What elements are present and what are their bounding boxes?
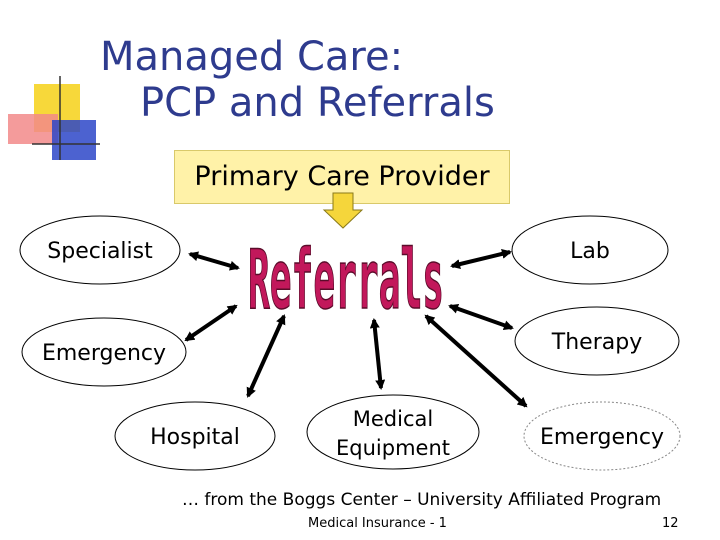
arrow-hospital	[246, 314, 286, 398]
node-emergency-right	[523, 401, 681, 471]
node-medical-equipment	[306, 394, 480, 470]
node-hospital	[114, 401, 276, 471]
down-arrow-icon	[322, 192, 364, 229]
arrow-emergency-left	[184, 304, 238, 342]
red-square	[8, 114, 58, 144]
node-specialist	[19, 215, 181, 285]
page-number: 12	[662, 516, 679, 531]
arrow-emergency-right	[424, 314, 528, 408]
course-footer: Medical Insurance - 1	[308, 516, 447, 531]
node-emergency-left-label: Emergency	[42, 341, 166, 366]
node-hospital-label: Hospital	[150, 425, 240, 450]
node-emergency-left	[21, 317, 187, 387]
node-medical-equipment-label-1: Medical	[353, 407, 433, 431]
node-emergency-right-label: Emergency	[540, 425, 664, 450]
arrow-specialist	[188, 251, 240, 271]
title-line-1: Managed Care:	[100, 34, 404, 80]
arrow-therapy	[448, 303, 514, 331]
corner-decoration	[8, 76, 100, 160]
source-footer: … from the Boggs Center – University Aff…	[182, 490, 662, 510]
node-specialist-label: Specialist	[47, 239, 153, 264]
node-lab-label: Lab	[570, 239, 610, 264]
node-therapy-label: Therapy	[551, 330, 642, 355]
title-line-2: PCP and Referrals	[140, 80, 495, 126]
node-lab	[511, 215, 669, 285]
node-medical-equipment-label-2: Equipment	[336, 436, 450, 460]
referrals-wordart: Referrals	[248, 233, 444, 328]
arrow-medical-equipment	[369, 318, 386, 390]
slide-title: Managed Care: PCP and Referrals	[100, 34, 495, 126]
arrow-lab	[450, 249, 512, 269]
